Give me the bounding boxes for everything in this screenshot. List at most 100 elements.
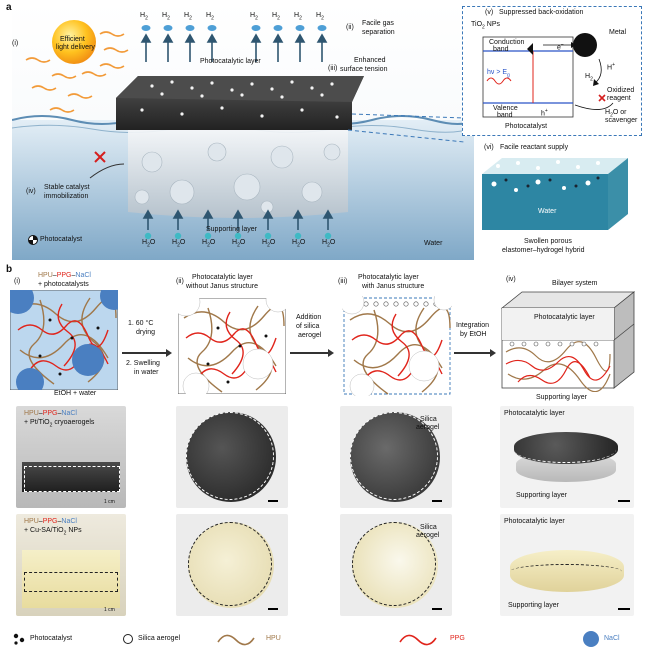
scavenger-label-2: scavenger xyxy=(605,117,638,124)
label-ii-text-1: Facile gas xyxy=(362,20,394,27)
label-iii-text-1: Enhanced xyxy=(354,57,386,64)
water-arrows xyxy=(142,209,334,230)
photo-row1-cuvette: HPU–PPG–NaCl + Pt/TiO2 cryoaerogels 1 cm xyxy=(16,406,126,508)
photo2-scale: 1 cm xyxy=(104,607,115,613)
scavenger-label-1: H2O or xyxy=(605,109,627,119)
photo1-photocat-label: Photocatalytic layer xyxy=(504,410,565,417)
stage-iii-text-2: with Janus structure xyxy=(362,283,425,290)
gas-arrows xyxy=(140,33,328,62)
process-arrow-3 xyxy=(454,352,492,354)
stage-ii-label: (ii) xyxy=(176,278,184,285)
bilayer-label: Bilayer system xyxy=(552,280,598,287)
legend-nacl-icon xyxy=(583,631,599,647)
h2-molecule-icons xyxy=(141,25,327,31)
label-ii-text-2: separation xyxy=(362,29,395,36)
label-iii: (iii) xyxy=(328,65,338,72)
label-iv-text-2: immobilization xyxy=(44,193,89,200)
legend-nacl-label: NaCl xyxy=(604,635,620,642)
supporting-layer-label: Supporting layer xyxy=(206,226,257,233)
tio2-label: TiO2 NPs xyxy=(471,21,500,31)
hybrid-block-illustration xyxy=(482,158,628,230)
step1b-label: drying xyxy=(136,329,156,336)
metal-label: Metal xyxy=(609,29,627,36)
inset-v-text: Suppressed back-oxidation xyxy=(499,9,584,16)
photo1-silica-2: aerogel xyxy=(416,424,440,431)
label-iii-text-2: surface tension xyxy=(340,66,388,73)
stage-ii-text-2: without Janus structure xyxy=(186,283,258,290)
integration-label-2: by EtOH xyxy=(460,331,487,338)
stage-i-title: HPU–PPG–NaCl xyxy=(38,272,91,279)
stage-ii-schematic xyxy=(178,298,286,394)
sun-icon xyxy=(52,20,96,64)
blocked-x-icon xyxy=(94,151,106,163)
photocatalyst-legend-icon xyxy=(28,235,38,245)
h-plus-label: H+ xyxy=(607,62,615,72)
vb-label-2: band xyxy=(497,112,513,119)
photo2-support-label: Supporting layer xyxy=(508,602,559,609)
legend-silica-aerogel-icon xyxy=(123,634,133,644)
legend-silica-aerogel-label: Silica aerogel xyxy=(138,635,181,642)
cb-label-1: Conduction xyxy=(489,39,525,46)
vb-label-1: Valence xyxy=(493,105,518,112)
photo-row1-disk-iii: Silica aerogel xyxy=(340,406,452,508)
light-ray-icons xyxy=(25,31,129,113)
stage-ii-text-1: Photocatalytic layer xyxy=(192,274,253,281)
panel-a-illustration xyxy=(12,2,474,260)
legend-hpu-icon xyxy=(217,634,255,646)
blocked-backreaction-x-icon xyxy=(598,94,606,102)
legend-ppg-label: PPG xyxy=(450,635,465,642)
inset-v-label: (v) xyxy=(485,9,494,16)
addition-label-1: Addition xyxy=(296,314,322,321)
photo-row1-bilayer: Photocatalytic layer Supporting layer xyxy=(500,406,634,508)
label-ii: (ii) xyxy=(346,24,354,31)
label-iv: (iv) xyxy=(26,188,36,195)
photo1-subtitle: + Pt/TiO2 cryoaerogels xyxy=(24,419,95,429)
photocatalytic-layer-label: Photocatalytic layer xyxy=(200,58,261,65)
etoh-water-label: EtOH + water xyxy=(52,390,99,398)
step1-label: 1. 60 °C xyxy=(128,320,154,327)
process-arrow-2 xyxy=(290,352,330,354)
label-i-text-1: Efficient xyxy=(60,36,85,43)
label-vi-text: Facile reactant supply xyxy=(500,144,569,151)
inset-mechanism-box: (v) Suppressed back-oxidation TiO2 NPs M… xyxy=(462,6,642,136)
photo-row2-cuvette: HPU–PPG–NaCl + Cu-SA/TiO2 NPs 1 cm xyxy=(16,514,126,616)
electron-label: e− xyxy=(557,42,564,52)
photo2-silica-1: Silica xyxy=(420,524,437,531)
water-label: Water xyxy=(424,240,443,247)
photocatalyst-legend-label: Photocatalyst xyxy=(40,236,83,243)
photo2-silica-2: aerogel xyxy=(416,532,440,539)
inset-photocatalyst-label: Photocatalyst xyxy=(505,123,548,130)
stage-i-photocatalysts: + photocatalysts xyxy=(38,281,89,288)
h2-product-label: H2 xyxy=(585,73,593,83)
hybrid-label-1: Swollen porous xyxy=(524,238,572,245)
label-iv-text-1: Stable catalyst xyxy=(44,184,90,191)
stage-iv-bilayer-block xyxy=(500,291,636,392)
legend-ppg-icon xyxy=(399,634,437,646)
addition-label-2: of silica xyxy=(296,323,320,330)
legend-photocatalyst-label: Photocatalyst xyxy=(30,635,73,642)
panel-a: a xyxy=(0,0,645,262)
panel-b: b (i) HPU–PPG–NaCl + photocatalysts EtOH… xyxy=(0,262,645,658)
stage-i-label: (i) xyxy=(14,278,21,285)
stage-iii-schematic xyxy=(342,296,452,396)
oxidized-label-2: reagent xyxy=(607,95,631,102)
hybrid-label-2: elastomer–hydrogel hybrid xyxy=(502,247,585,254)
photo2-subtitle: + Cu-SA/TiO2 NPs xyxy=(24,527,82,537)
hole-label: h+ xyxy=(541,108,548,118)
photo2-photocat-label: Photocatalytic layer xyxy=(504,518,565,525)
photo1-title: HPU–PPG–NaCl xyxy=(24,410,77,417)
stage-iii-label: (iii) xyxy=(338,278,348,285)
step2b-label: in water xyxy=(134,369,159,376)
stage-iii-text-1: Photocatalytic layer xyxy=(358,274,419,281)
stage-iv-photocatalytic-label: Photocatalytic layer xyxy=(534,314,595,321)
label-i: (i) xyxy=(12,40,19,47)
stage-i-schematic xyxy=(10,290,118,390)
hv-label: hν > Eg xyxy=(487,69,510,79)
label-vi: (vi) xyxy=(484,144,494,151)
metal-particle-icon xyxy=(573,33,597,57)
photo2-title: HPU–PPG–NaCl xyxy=(24,518,77,525)
step2-label: 2. Swelling xyxy=(126,360,160,367)
legend: Photocatalyst Silica aerogel HPU PPG NaC… xyxy=(10,630,640,650)
photo1-scale: 1 cm xyxy=(104,499,115,505)
oxidized-label-1: Oxidized xyxy=(607,87,635,94)
